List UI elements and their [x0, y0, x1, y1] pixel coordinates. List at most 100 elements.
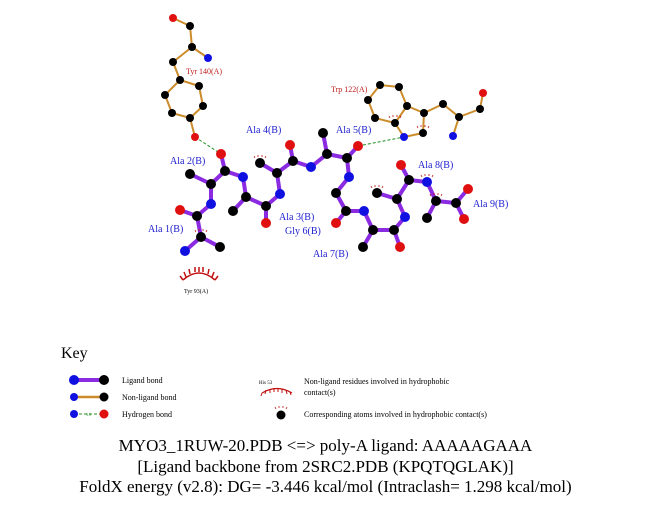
carbon-atom	[199, 102, 207, 110]
carbon-atom	[185, 169, 195, 179]
carbon-atom	[272, 168, 282, 178]
nitrogen-atom	[344, 172, 354, 182]
carbon-atom	[392, 194, 402, 204]
svg-text:His 53: His 53	[259, 381, 273, 386]
oxygen-atom	[463, 184, 473, 194]
carbon-atom	[391, 119, 399, 127]
key-nonligand-bond: Non-ligand bond	[70, 392, 176, 402]
key-title: Key	[61, 345, 88, 362]
carbon-atom	[431, 196, 441, 206]
carbon-atom	[241, 192, 251, 202]
label-ala2: Ala 2(B)	[170, 156, 205, 167]
carbon-atom	[318, 128, 328, 138]
carbon-atom	[372, 188, 382, 198]
nonligand-bond	[172, 46, 193, 63]
label-ala7: Ala 7(B)	[313, 249, 348, 260]
carbon-atom	[206, 179, 216, 189]
hydrophobic-contact-mark	[370, 185, 384, 189]
carbon-atom	[389, 225, 399, 235]
carbon-atom	[403, 102, 411, 110]
carbon-atom	[228, 206, 238, 216]
carbon-atom	[395, 83, 403, 91]
hydrophobic-contact-mark	[253, 155, 267, 159]
caption-line2: [Ligand backbone from 2SRC2.PDB (KPQTQGL…	[137, 457, 514, 476]
oxygen-atom	[479, 89, 487, 97]
carbon-atom	[476, 105, 484, 113]
key-hydrophobic-atom: Corresponding atoms involved in hydropho…	[274, 406, 487, 420]
hydrogen-bond	[194, 136, 222, 155]
nitrogen-atom	[400, 133, 408, 141]
carbon-atom	[186, 114, 194, 122]
key-hydrophobic-residue: His 53 Non-ligand residues involved in h…	[259, 377, 450, 397]
nitrogen-atom	[275, 189, 285, 199]
oxygen-atom	[331, 218, 341, 228]
oxygen-atom	[459, 214, 469, 224]
label-ala4: Ala 4(B)	[246, 125, 281, 136]
oxygen-atom	[175, 205, 185, 215]
svg-text:Corresponding atoms involved i: Corresponding atoms involved in hydropho…	[304, 410, 487, 419]
oxygen-atom	[285, 140, 295, 150]
carbon-atom	[419, 129, 427, 137]
carbon-atom	[371, 114, 379, 122]
carbon-atom	[220, 166, 230, 176]
svg-text:Hydrogen bond: Hydrogen bond	[122, 410, 172, 419]
label-ala1: Ala 1(B)	[148, 224, 183, 235]
caption-line1: MYO3_1RUW-20.PDB <=> poly-A ligand: AAAA…	[118, 436, 533, 455]
carbon-atom	[176, 76, 184, 84]
oxygen-atom	[396, 160, 406, 170]
carbon-atom	[420, 109, 428, 117]
nitrogen-atom	[180, 246, 190, 256]
carbon-atom	[255, 158, 265, 168]
nitrogen-atom	[206, 199, 216, 209]
nitrogen-atom	[422, 177, 432, 187]
nitrogen-atom	[238, 172, 248, 182]
caption-line3: FoldX energy (v2.8): DG= -3.446 kcal/mol…	[79, 477, 572, 496]
svg-text:Non-ligand residues involved i: Non-ligand residues involved in hydropho…	[304, 377, 450, 386]
carbon-atom	[376, 81, 384, 89]
carbon-atom	[422, 213, 432, 223]
hydrophobic-arc-tyr93	[179, 267, 219, 281]
svg-text:Ligand bond: Ligand bond	[122, 376, 163, 385]
hydrophobic-contact-mark	[429, 193, 443, 197]
label-gly6: Gly 6(B)	[285, 226, 321, 237]
label-tyr93: Tyr 93(A)	[184, 288, 208, 295]
svg-text:contact(s): contact(s)	[304, 388, 336, 397]
oxygen-atom	[261, 218, 271, 228]
label-ala8: Ala 8(B)	[418, 160, 453, 171]
carbon-atom	[451, 198, 461, 208]
nitrogen-atom	[400, 212, 410, 222]
carbon-atom	[368, 225, 378, 235]
label-ala3: Ala 3(B)	[279, 212, 314, 223]
svg-text:3.0: 3.0	[86, 412, 91, 417]
hydrogen-bond	[357, 136, 405, 147]
carbon-atom	[161, 91, 169, 99]
nitrogen-atom	[359, 206, 369, 216]
hydrophobic-contact-mark	[194, 229, 208, 233]
carbon-atom	[331, 188, 341, 198]
hydrophobic-contact-mark	[388, 115, 402, 119]
hydrophobic-contact-mark	[420, 174, 434, 178]
carbon-atom	[169, 58, 177, 66]
carbon-atom	[188, 43, 196, 51]
carbon-atom	[288, 156, 298, 166]
nitrogen-atom	[449, 132, 457, 140]
carbon-atom	[364, 96, 372, 104]
carbon-atom	[342, 153, 352, 163]
label-trp122: Trp 122(A)	[331, 85, 368, 94]
carbon-atom	[341, 206, 351, 216]
label-ala9: Ala 9(B)	[473, 199, 508, 210]
carbon-atom	[195, 82, 203, 90]
carbon-atom	[358, 242, 368, 252]
carbon-atom	[192, 211, 202, 221]
nitrogen-atom	[306, 162, 316, 172]
svg-text:Non-ligand bond: Non-ligand bond	[122, 393, 176, 402]
oxygen-atom	[353, 141, 363, 151]
key-ligand-bond: Ligand bond	[69, 375, 163, 385]
oxygen-atom	[395, 242, 405, 252]
nitrogen-atom	[204, 54, 212, 62]
hydrophobic-contact-mark	[416, 125, 430, 129]
carbon-atom	[322, 149, 332, 159]
carbon-atom	[186, 22, 194, 30]
carbon-atom	[215, 242, 225, 252]
label-tyr140: Tyr 140(A)	[186, 67, 222, 76]
